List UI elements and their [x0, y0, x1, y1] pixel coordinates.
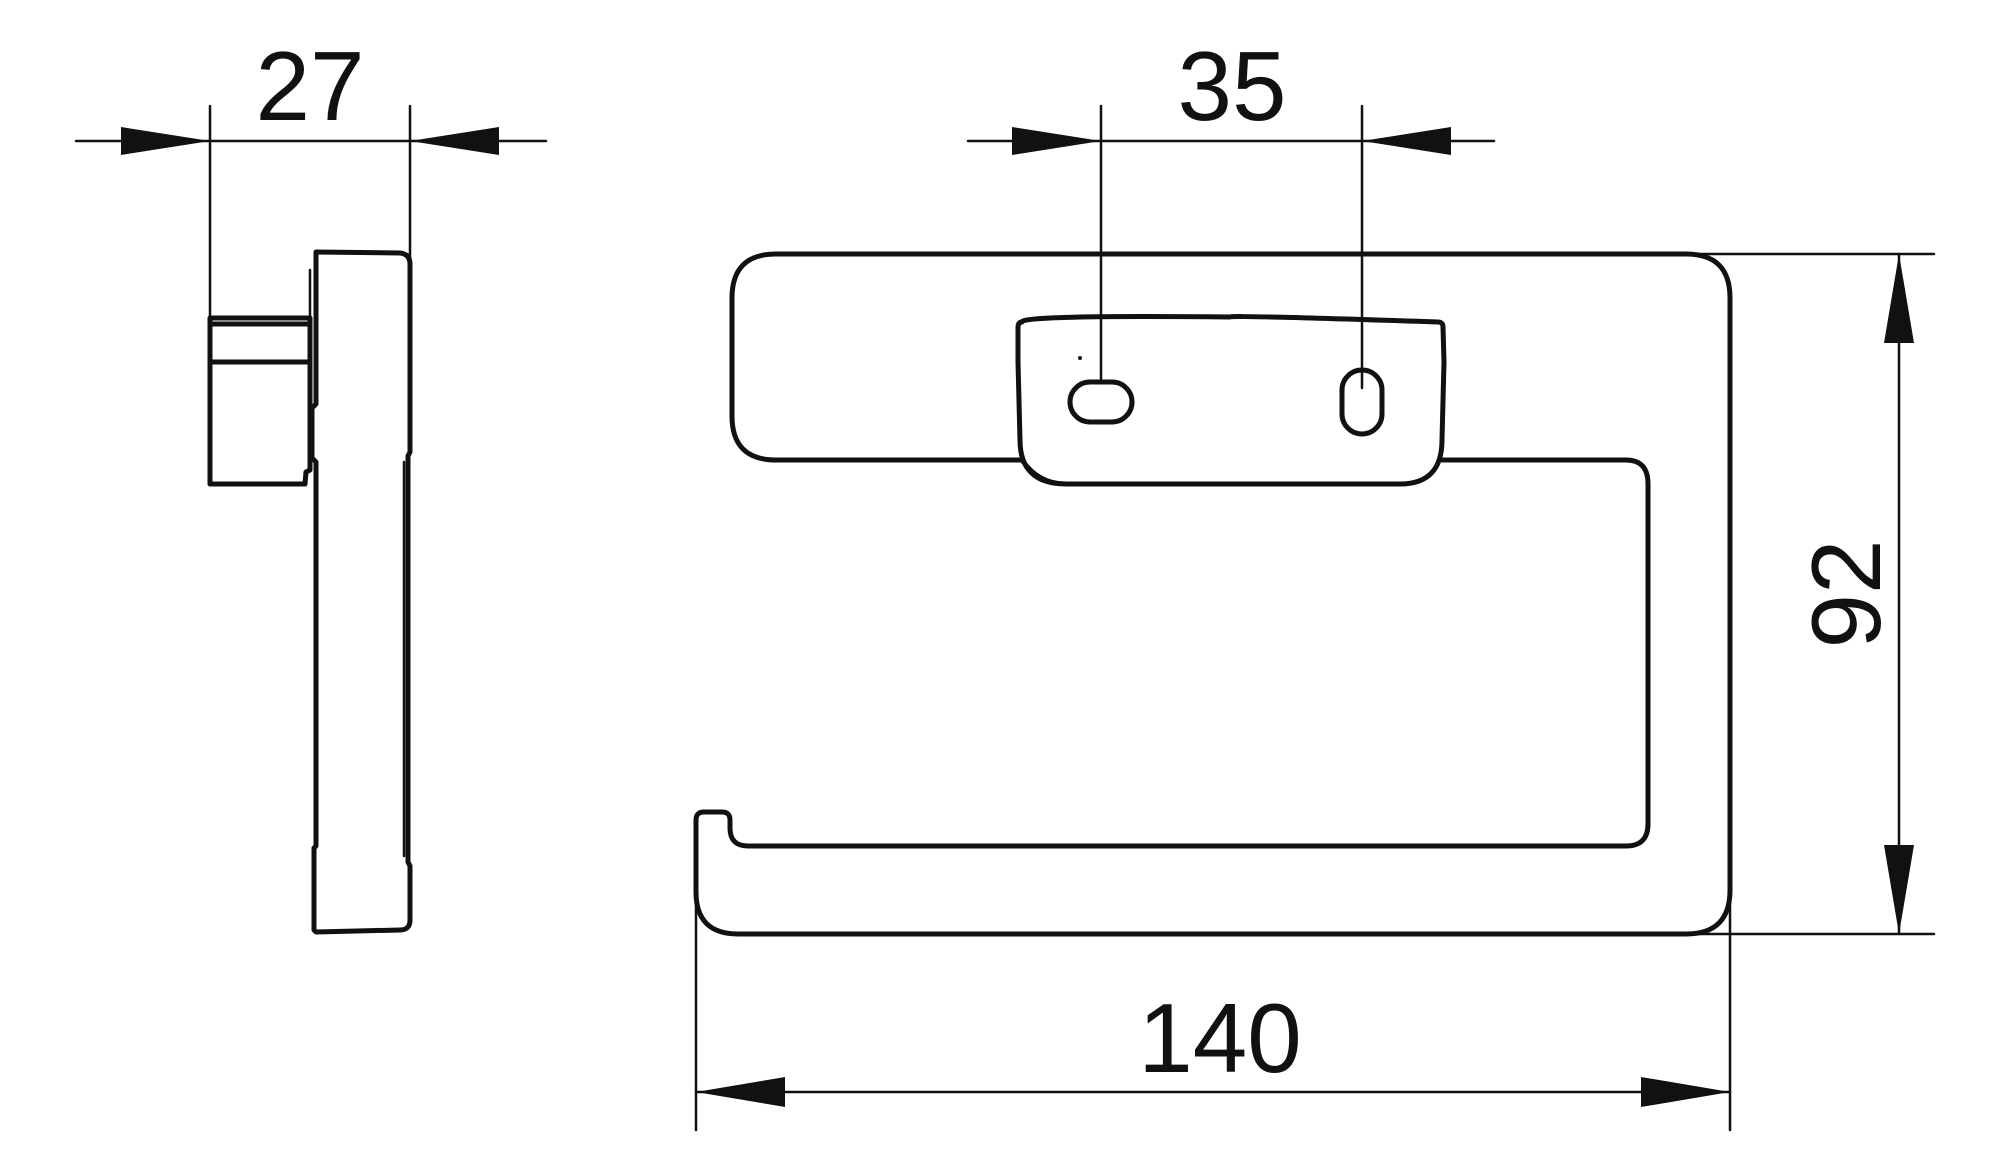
dim-140-arrow-left	[696, 1077, 785, 1107]
front-center-dot	[1078, 356, 1082, 360]
dim-35-arrow-right	[1362, 127, 1451, 155]
dim-35-label: 35	[1177, 31, 1286, 141]
front-mount-plate	[1015, 314, 1447, 487]
front-view: 35 92 140	[693, 31, 1936, 1132]
dim-92-arrow-bottom	[1884, 845, 1914, 934]
front-hole-left	[1067, 379, 1135, 425]
front-top-bar	[693, 251, 1733, 937]
dim-140-label: 140	[1138, 983, 1302, 1093]
dim-92-label: 92	[1791, 539, 1901, 648]
dim-140-arrow-right	[1641, 1077, 1730, 1107]
side-view: 27	[74, 31, 548, 935]
dim-27-arrow-left	[121, 127, 210, 155]
side-arm-profile	[309, 249, 413, 935]
side-mount-block	[207, 315, 313, 487]
dim-35-arrow-left	[1012, 127, 1101, 155]
dim-27-label: 27	[255, 31, 364, 141]
dim-92-arrow-top	[1884, 254, 1914, 343]
dim-27-arrow-right	[410, 127, 499, 155]
